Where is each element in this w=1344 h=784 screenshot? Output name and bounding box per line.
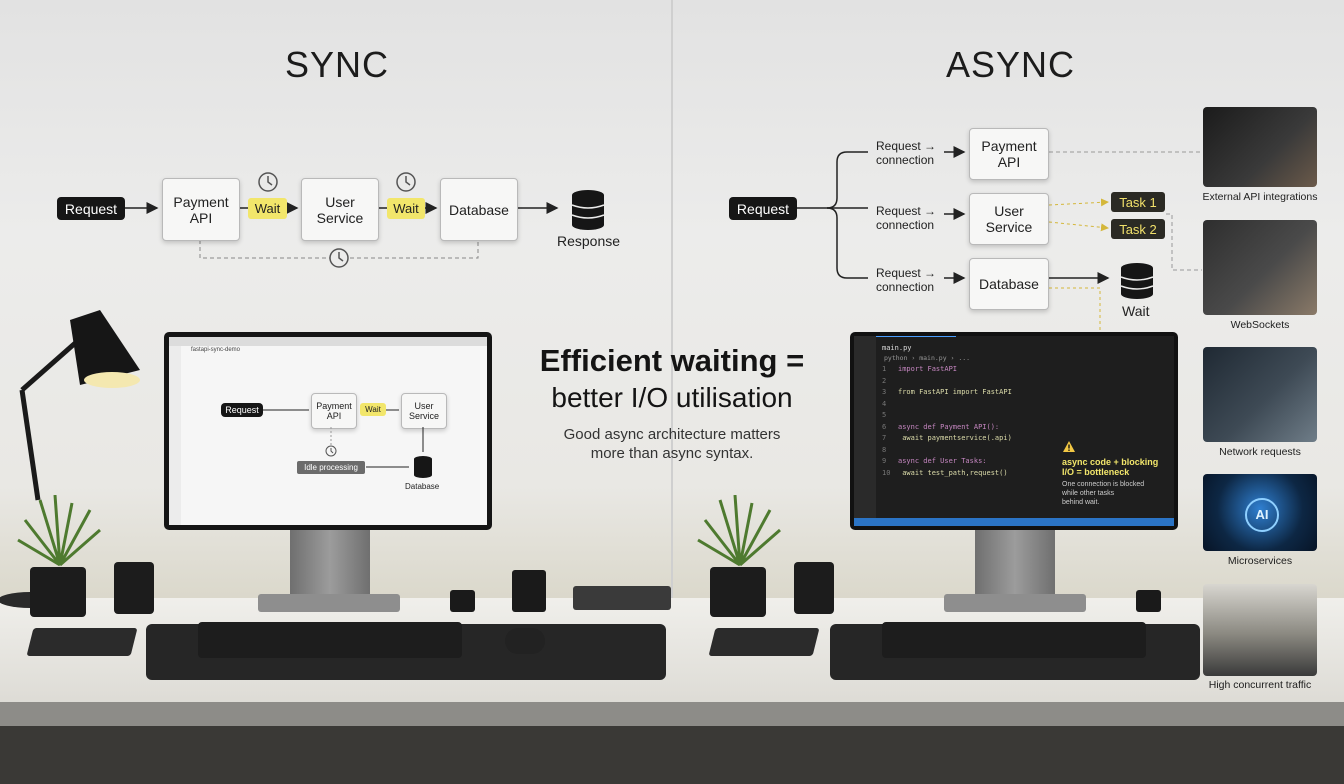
under-desk [0,726,1344,784]
mug-left [114,562,154,614]
code-line: 4 [882,399,887,408]
monitor-left-screen: fastapi-sync-demo Request Payment API Wa… [169,337,487,525]
caption-high-traffic: High concurrent traffic [1208,679,1312,691]
center-subtext: Good async architecture matters more tha… [563,426,781,462]
caption-network-requests: Network requests [1219,446,1301,458]
sync-database-node: Database [440,178,518,241]
mini-idle-badge: Idle processing [297,461,365,474]
center-headline-1: Efficient waiting = [539,343,805,378]
monitor-base-right [944,594,1086,612]
sync-wait-badge: Wait [387,198,425,219]
window-titlebar [169,337,487,346]
mini-database-label: Database [405,482,440,491]
desk-edge [0,702,1344,726]
mini-flow-arrows [263,409,432,478]
warning-icon [1063,441,1075,452]
router-left [573,586,671,610]
monitor-stand-right [975,530,1055,600]
database-icon [571,190,605,230]
desk-lamp [0,310,140,608]
monitor-base-left [258,594,400,612]
caption-microservices: Microservices [1227,555,1293,567]
sync-user-service-node: User Service [301,178,379,241]
caption-websockets: WebSockets [1230,319,1290,331]
mini-wait-badge: Wait [360,403,386,416]
database-icon [1120,263,1154,299]
mouse-left [505,628,545,654]
async-connection-label: Request → connection [876,139,937,167]
thumb-network-requests [1203,347,1317,442]
mug-right [794,562,834,614]
mini-user-service-node: User Service [401,393,447,429]
database-icon [414,456,432,478]
code-line: 5 [882,411,887,419]
code-line: 2 [882,376,887,385]
sync-response-label: Response [557,233,621,249]
keyboard-left [198,622,462,658]
async-connection-label: Request → connection [876,204,937,232]
center-headline-2: better I/O utilisation [551,382,793,413]
sync-title: SYNC [285,44,390,85]
clock-icon [396,172,416,192]
monitor-left: fastapi-sync-demo Request Payment API Wa… [164,332,492,530]
editor-tab[interactable]: main.py [876,336,956,352]
window-sidebar [169,346,181,525]
mini-payment-api-node: Payment API [311,393,357,429]
async-user-service-node: User Service [969,193,1049,245]
ai-chip-icon: AI [1245,498,1279,532]
thumb-external-api [1203,107,1317,187]
small-cup-left [450,590,475,612]
window-tab: fastapi-sync-demo [191,347,241,353]
clock-icon [325,445,337,457]
code-line: 7 await paymentservice(.api) [882,434,1012,442]
async-database-node: Database [969,258,1049,310]
thumb-microservices: AI [1203,474,1317,551]
async-connection-label: Request → connection [876,266,937,294]
plant-left [17,495,101,617]
sync-flow-arrows [125,172,605,268]
editor-breadcrumb: python › main.py › ... [884,354,971,362]
clock-icon [258,172,278,192]
mini-request-pill: Request [221,403,263,417]
async-title: ASYNC [946,44,1076,85]
sync-wait-badge: Wait [248,198,287,219]
thumb-websockets [1203,220,1317,315]
warning-body: One connection is blocked while other ta… [1062,481,1145,506]
monitor-stand-left [290,530,370,600]
async-request-pill: Request [729,197,797,220]
keyboard-right [882,622,1146,658]
warning-title: async code + blocking I/O = bottleneck [1062,457,1159,477]
pen-cup-left [512,570,546,612]
thumb-high-traffic [1203,584,1317,676]
async-task-2-badge: Task 2 [1111,219,1165,239]
code-line: 8 [882,445,887,454]
code-line: 10 await test_path,request() [882,468,1008,477]
clock-icon [329,248,349,268]
center-divider [671,0,673,784]
async-payment-api-node: Payment API [969,128,1049,180]
small-cup-right [1136,590,1161,612]
notebook-left [26,628,138,656]
sync-payment-api-node: Payment API [162,178,240,241]
plant-right [697,495,781,617]
caption-external-api: External API integrations [1202,191,1318,203]
async-wait-label: Wait [1122,303,1150,319]
editor-status-bar [854,518,1174,526]
async-flow-arrows [797,146,1202,330]
editor-activity-bar [854,336,876,518]
async-task-1-badge: Task 1 [1111,192,1165,212]
sync-request-pill: Request [57,197,125,220]
notebook-right [708,628,820,656]
